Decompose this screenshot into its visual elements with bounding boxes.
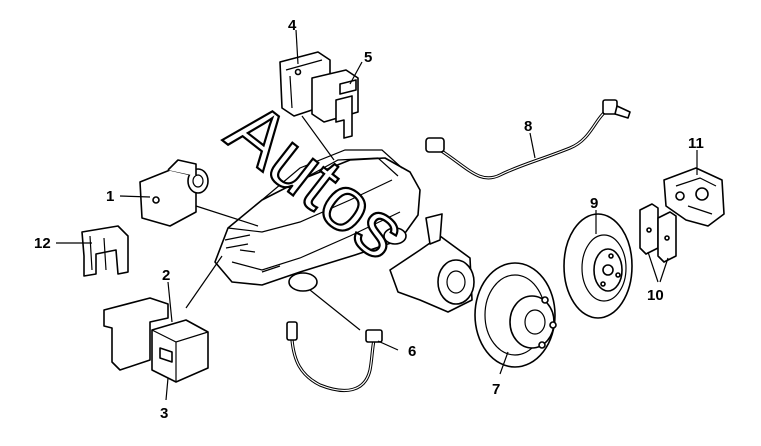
car-illustration <box>214 149 421 292</box>
callout-9: 9 <box>590 195 598 212</box>
front-wheel-speed-sensor-part <box>425 99 631 180</box>
backing-plate-hub-part <box>474 262 557 368</box>
callout-3: 3 <box>160 405 168 422</box>
callout-5: 5 <box>364 49 372 66</box>
rear-wheel-speed-sensor-part <box>286 321 383 393</box>
callout-2: 2 <box>162 267 170 284</box>
callout-1: 1 <box>106 188 114 205</box>
brake-disc-part <box>563 213 633 319</box>
callout-labels: 1 2 3 4 5 6 7 8 9 10 11 12 <box>34 17 704 422</box>
callout-11: 11 <box>688 135 704 152</box>
mounting-bracket-part <box>81 225 129 277</box>
callout-12: 12 <box>34 235 51 252</box>
hydraulic-unit-part <box>139 159 209 227</box>
relay-bracket-part <box>311 69 359 139</box>
callout-8: 8 <box>524 118 532 135</box>
leader-lines <box>56 29 698 401</box>
steering-knuckle-part <box>389 213 475 313</box>
callout-7: 7 <box>492 381 500 398</box>
callout-10: 10 <box>647 287 664 304</box>
callout-4: 4 <box>288 17 297 34</box>
brake-caliper-part <box>663 167 725 227</box>
callout-6: 6 <box>408 343 416 360</box>
brake-pads-part <box>639 203 677 263</box>
relay-module-part <box>103 297 209 383</box>
